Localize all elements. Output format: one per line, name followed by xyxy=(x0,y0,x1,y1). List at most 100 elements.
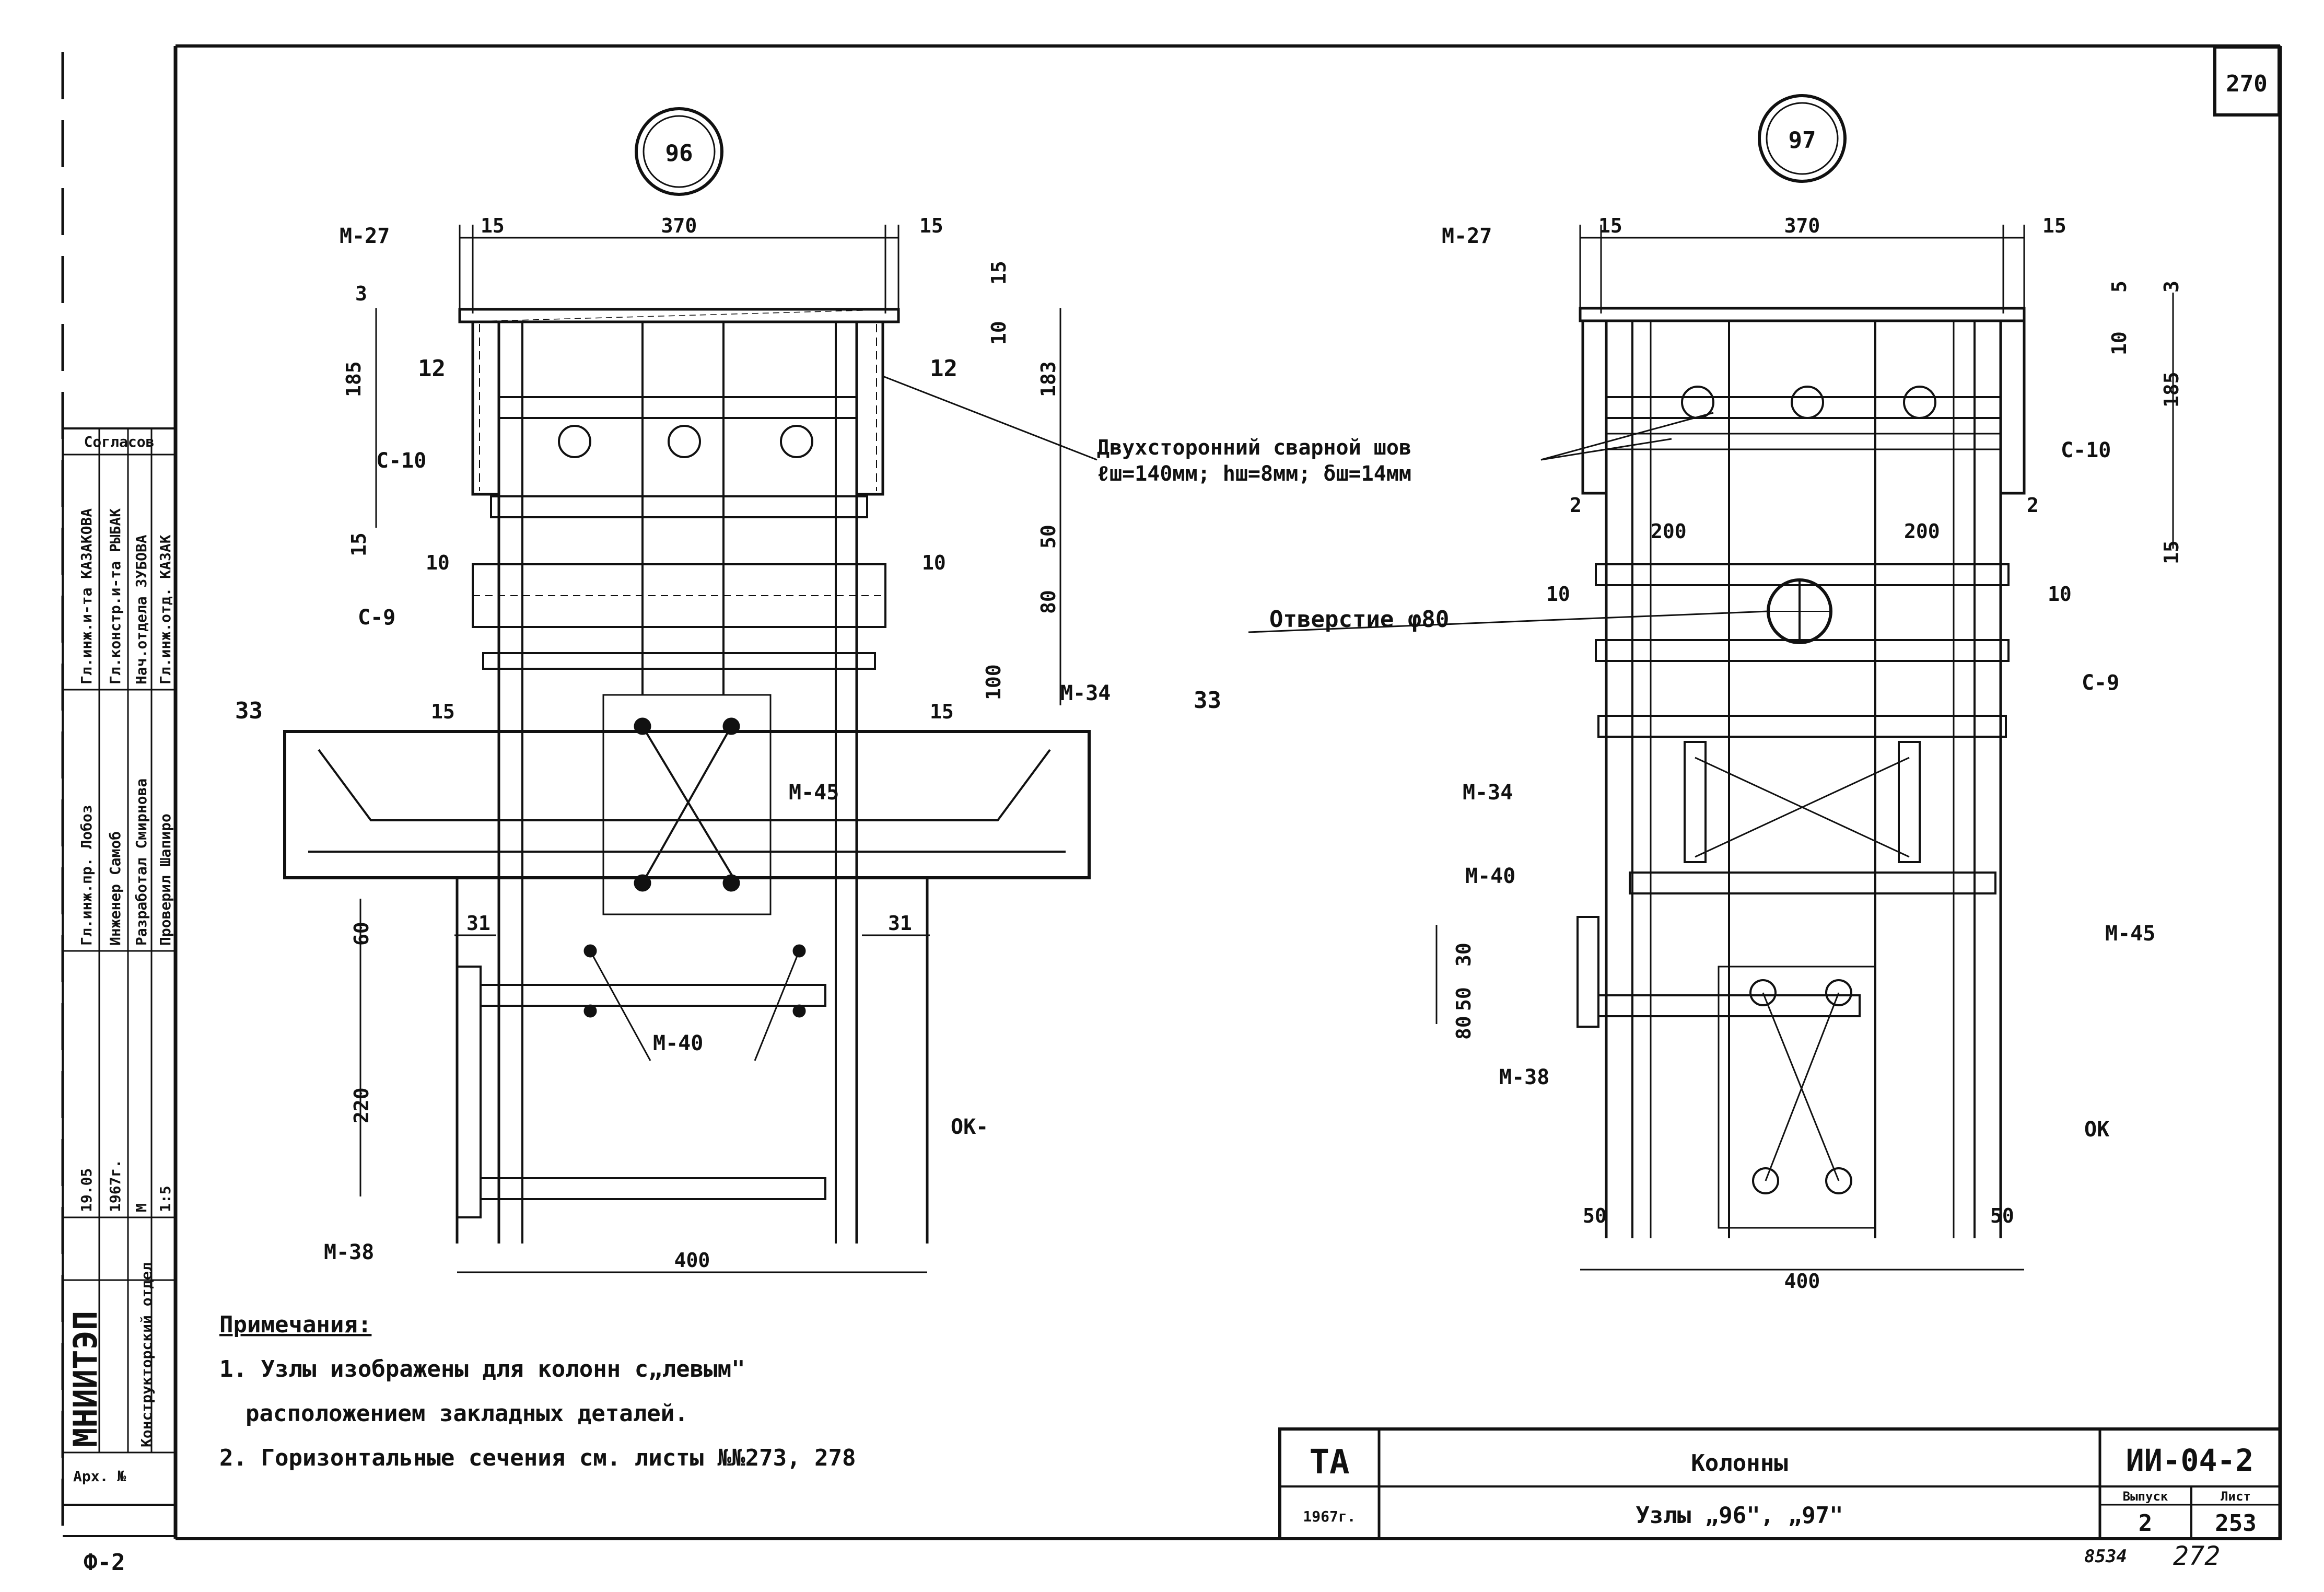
tb-code: ИИ-04-2 xyxy=(2126,1443,2253,1478)
node-96-dim-10: 10 xyxy=(987,321,1010,345)
weld-note-line1: Двухсторонний сварной шов xyxy=(1097,436,1411,460)
tb-org: ТА xyxy=(1309,1443,1349,1482)
tb-sheet-label: Лист xyxy=(2221,1489,2251,1504)
node-97-dim-10-r: 10 xyxy=(2048,583,2072,606)
stamp-scale: 1:5 xyxy=(157,1186,174,1212)
node-97-ok: ОК xyxy=(2084,1118,2109,1142)
node-96-dim-15-low: 15 xyxy=(431,700,455,723)
node-96-ok: ОК- xyxy=(951,1115,988,1139)
notes-title: Примечания: xyxy=(219,1311,371,1338)
tb-year: 1967г. xyxy=(1303,1508,1356,1525)
node-97-m45: М-45 xyxy=(2105,922,2155,946)
stamp-scale-m: М xyxy=(133,1203,150,1212)
node-97-dim-200-l: 200 xyxy=(1651,520,1687,543)
stamp-staff-3: Разработал Смирнова xyxy=(133,778,150,946)
node-96-mark-12-r: 12 xyxy=(930,355,957,382)
title-block xyxy=(1278,1427,2282,1540)
node-97-c9: С-9 xyxy=(2082,671,2119,695)
stamp-year: 1967г. xyxy=(107,1159,124,1212)
stamp-row-4: Гл.инж.отд. КАЗАК xyxy=(157,534,174,684)
node-97-dim-400: 400 xyxy=(1784,1270,1820,1293)
node-97-m38: М-38 xyxy=(1499,1065,1549,1089)
footer-left: Ф-2 xyxy=(84,1549,125,1576)
notes-item1-line1: 1. Узлы изображены для колонн с„левым" xyxy=(219,1356,745,1382)
node-96-dim-370: 370 xyxy=(661,214,697,237)
node-97-dim-30: 30 xyxy=(1452,943,1475,967)
node-96-dim-15-r: 15 xyxy=(919,214,943,237)
sheet-frame xyxy=(61,44,2282,1540)
node-96-m40: М-40 xyxy=(653,1031,703,1055)
node-97 xyxy=(1435,94,2174,1271)
node-96-dim-31-r: 31 xyxy=(888,912,912,935)
node-97-c10: С-10 xyxy=(2061,438,2111,462)
notes-item1-line2: расположением закладных деталей. xyxy=(246,1400,688,1427)
tb-subtitle: Узлы „96", „97" xyxy=(1636,1502,1843,1529)
stamp-date: 19.05 xyxy=(78,1168,95,1212)
node-97-dim-15-r: 15 xyxy=(2042,214,2066,237)
node-96-m38: М-38 xyxy=(324,1240,374,1264)
stamp-staff-4: Проверил Шапиро xyxy=(157,814,174,946)
node-97-dim-200-r: 200 xyxy=(1904,520,1940,543)
node-96-id: 96 xyxy=(665,140,693,167)
tb-sheet: 253 xyxy=(2215,1510,2256,1537)
node-96-dim-183: 183 xyxy=(1037,361,1060,397)
node-97-dim-80: 80 xyxy=(1452,1016,1475,1040)
node-96-dim-31-l: 31 xyxy=(466,912,491,935)
node-97-dim-50a: 50 xyxy=(1452,987,1475,1011)
node-97-dim-15-l: 15 xyxy=(1598,214,1622,237)
stamp-row-1: Гл.инж.и-та КАЗАКОВА xyxy=(78,508,95,684)
sheet-number-box: 270 xyxy=(2213,45,2281,117)
tb-title: Колонны xyxy=(1691,1450,1788,1477)
node-96-section-l: 33 xyxy=(235,698,263,724)
stamp-department: Конструкторский отдел xyxy=(138,1262,155,1447)
side-stamp xyxy=(62,427,177,1506)
notes: Примечания: 1. Узлы изображены для колон… xyxy=(219,1311,856,1471)
node-96-dim-10-side: 10 xyxy=(426,551,450,574)
node-97-dim-3: 3 xyxy=(2160,281,2183,293)
node-97-m34: М-34 xyxy=(1463,781,1513,805)
node-97-dim-15: 15 xyxy=(2160,540,2183,564)
node-96-dim-15-l: 15 xyxy=(481,214,505,237)
tb-issue-label: Выпуск xyxy=(2123,1489,2168,1504)
node-96-section-r: 33 xyxy=(1194,687,1221,714)
node-97-dim-370: 370 xyxy=(1784,214,1820,237)
footer-right2: 272 xyxy=(2173,1541,2220,1571)
node-96-dim-60: 60 xyxy=(350,922,373,946)
callouts xyxy=(882,375,1769,633)
node-96-dim-220: 220 xyxy=(350,1087,373,1123)
stamp-row-2: Гл.констр.и-та РЫБАК xyxy=(107,508,124,684)
stamp-agreed: Согласов xyxy=(84,433,155,450)
stamp-arch: Арх. № xyxy=(73,1468,126,1485)
node-97-labels: 97 М-27 370 15 15 185 10 5 3 15 С-10 С-9… xyxy=(1442,127,2183,1293)
node-96-m45: М-45 xyxy=(789,781,839,805)
node-97-dim-50-l: 50 xyxy=(1583,1204,1607,1227)
footer-right: 8534 xyxy=(2084,1546,2127,1567)
title-block-text: ТА 1967г. Колонны Узлы „96", „97" ИИ-04-… xyxy=(1303,1443,2256,1537)
node-96-dim-10-side-r: 10 xyxy=(922,551,946,574)
node-97-dim-5: 5 xyxy=(2108,281,2131,293)
node-97-mark-2-l: 2 xyxy=(1570,494,1582,517)
tb-issue: 2 xyxy=(2139,1510,2153,1537)
node-96-dim-80: 80 xyxy=(1037,590,1060,614)
side-stamp-text: Согласов Гл.инж.и-та КАЗАКОВА Гл.констр.… xyxy=(66,433,174,1485)
stamp-staff-2: Инженер Самоб xyxy=(107,831,124,946)
node-96 xyxy=(283,107,1091,1273)
notes-item2: 2. Горизонтальные сечения см. листы №№27… xyxy=(219,1445,856,1471)
node-96-m27: М-27 xyxy=(340,224,390,248)
node-97-dim-10: 10 xyxy=(2108,331,2131,355)
node-96-mark-12-l: 12 xyxy=(418,355,446,382)
node-97-mark-2-r: 2 xyxy=(2027,494,2039,517)
node-97-m27: М-27 xyxy=(1442,224,1492,248)
sheet-number: 270 xyxy=(2226,71,2267,97)
node-97-dim-10-side: 10 xyxy=(1546,583,1570,606)
node-96-dim-185: 185 xyxy=(342,361,365,397)
node-96-dim-15-low-r: 15 xyxy=(930,700,954,723)
node-97-id: 97 xyxy=(1789,127,1816,154)
node-96-dim-400: 400 xyxy=(674,1249,710,1272)
node-96-dim-15: 15 xyxy=(987,261,1010,285)
node-97-m40: М-40 xyxy=(1465,864,1515,888)
node-96-c10: С-10 xyxy=(376,449,426,473)
node-96-dim-3: 3 xyxy=(355,282,367,305)
hole-note: Отверстие φ80 xyxy=(1269,606,1449,633)
